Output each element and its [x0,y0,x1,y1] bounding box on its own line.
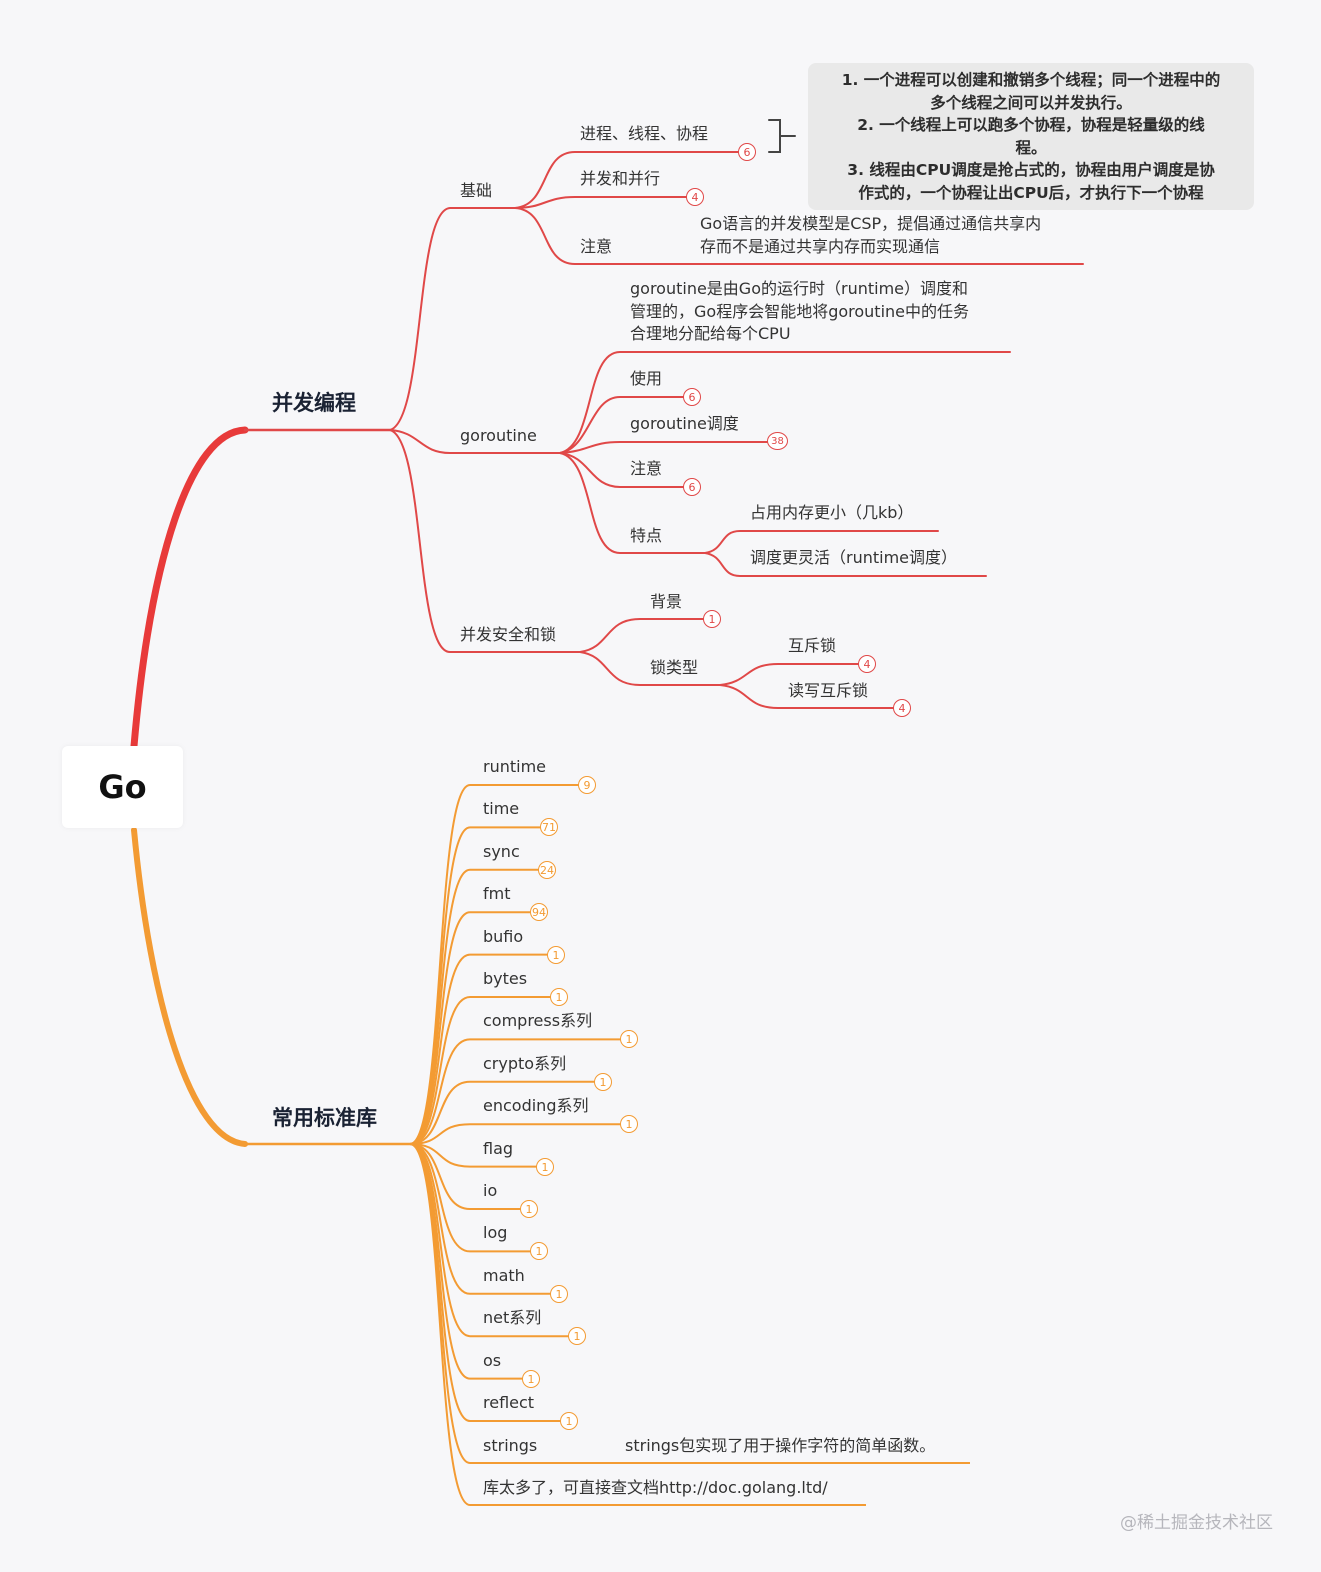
count-badge[interactable]: 1 [550,988,568,1006]
node-strings[interactable]: strings [483,1436,538,1455]
count-badge[interactable]: 1 [522,1369,540,1388]
count-badge[interactable]: 6 [683,478,701,496]
count-badge[interactable]: 1 [536,1157,554,1176]
note-box: 1. 一个进程可以创建和撤销多个线程；同一个进程中的 多个线程之间可以并发执行。… [808,63,1254,210]
count-badge[interactable]: 1 [620,1030,638,1049]
count-badge[interactable]: 38 [767,432,788,450]
node-basics-notice[interactable]: 注意 [580,237,613,256]
connector-stdlib-item [409,868,539,1145]
connector-stdlib-item [409,1143,521,1210]
node-feature-scheduling[interactable]: 调度更灵活（runtime调度） [750,548,958,567]
connector-stdlib-item [409,1123,621,1145]
count-badge[interactable]: 4 [893,699,911,717]
node-concurrency-parallel[interactable]: 并发和并行 [580,169,661,188]
node-goroutine-scheduling[interactable]: goroutine调度 [630,414,739,433]
count-badge[interactable]: 24 [538,860,556,879]
node-stdlib-item[interactable]: crypto系列 [483,1053,567,1073]
connector-stdlib-item [409,1143,531,1253]
node-process-thread-coroutine[interactable]: 进程、线程、协程 [580,124,709,143]
node-stdlib-item[interactable]: runtime [483,757,547,776]
node-mutex[interactable]: 互斥锁 [788,636,837,655]
node-lock-types[interactable]: 锁类型 [650,658,699,677]
node-stdlib-item[interactable]: fmt [483,884,511,904]
connector-stdlib-item [409,911,531,1145]
connector-root-concurrency [130,426,249,750]
node-stdlib-item[interactable]: encoding系列 [483,1096,589,1116]
node-stdlib-item[interactable]: sync [483,841,520,861]
node-csp-text-line2: 存而不是通过共享内存而实现通信 [700,237,941,256]
node-goroutine-desc-line1: goroutine是由Go的运行时（runtime）调度和 [630,279,969,298]
node-feature-memory[interactable]: 占用内存更小（几kb） [750,503,914,522]
count-badge[interactable]: 71 [540,818,558,837]
node-more-libs[interactable]: 库太多了，可直接查文档http://doc.golang.ltd/ [483,1478,828,1497]
node-stdlib-item[interactable]: os [483,1350,502,1370]
node-goroutine-features[interactable]: 特点 [630,526,663,545]
note-line: 3. 线程由CPU调度是抢占式的，协程由用户调度是协 [847,161,1215,179]
count-badge[interactable]: 6 [738,143,756,161]
count-badge[interactable]: 1 [703,610,721,628]
node-basics[interactable]: 基础 [460,181,493,200]
root-node[interactable]: Go [62,746,183,828]
node-stdlib-item[interactable]: bytes [483,969,528,988]
node-stdlib-item[interactable]: net系列 [483,1308,542,1328]
node-stdlib-item[interactable]: math [483,1265,525,1285]
connector-stdlib-item [409,784,579,1145]
node-stdlib-item[interactable]: flag [483,1138,514,1158]
connector-stdlib-item [409,1143,537,1168]
node-goroutine[interactable]: goroutine [460,426,537,445]
node-background[interactable]: 背景 [650,592,683,611]
count-badge[interactable]: 1 [594,1072,612,1091]
connector-stdlib-item [409,1143,551,1295]
node-stdlib-item[interactable]: bufio [483,926,524,946]
connector-stdlib-item [409,1143,866,1506]
count-badge[interactable]: 1 [620,1115,638,1134]
node-stdlib-item[interactable]: time [483,799,520,819]
node-strings-desc: strings包实现了用于操作字符的简单函数。 [625,1436,936,1455]
count-badge[interactable]: 9 [578,776,596,794]
connector-root-stdlib [131,827,248,1147]
note-line: 1. 一个进程可以创建和撤销多个线程；同一个进程中的 [841,71,1221,89]
note-line: 程。 [1015,138,1047,157]
count-badge[interactable]: 4 [686,188,704,206]
node-concurrency-safety[interactable]: 并发安全和锁 [460,625,557,644]
node-csp-text-line1: Go语言的并发模型是CSP，提倡通过通信共享内 [700,214,1042,233]
count-badge[interactable]: 1 [550,1284,568,1303]
node-stdlib[interactable]: 常用标准库 [272,1106,377,1130]
count-badge[interactable]: 1 [520,1200,538,1218]
note-line: 作式的，一个协程让出CPU后，才执行下一个协程 [858,183,1204,202]
count-badge[interactable]: 6 [683,388,701,406]
count-badge[interactable]: 1 [568,1327,586,1346]
node-rwmutex[interactable]: 读写互斥锁 [788,681,869,700]
node-concurrency[interactable]: 并发编程 [272,391,356,415]
connector-stdlib-item [409,953,548,1145]
count-badge[interactable]: 1 [547,945,565,964]
node-goroutine-desc-line2: 管理的，Go程序会智能地将goroutine中的任务 [630,302,969,321]
count-badge[interactable]: 4 [858,655,876,673]
watermark: @稀土掘金技术社区 [1120,1513,1273,1533]
note-line: 多个线程之间可以并发执行。 [930,93,1132,112]
count-badge[interactable]: 94 [530,903,548,922]
node-goroutine-usage[interactable]: 使用 [630,369,663,388]
count-badge[interactable]: 1 [530,1242,548,1261]
connector-stdlib-item [409,1038,621,1145]
node-goroutine-desc-line3: 合理地分配给每个CPU [630,324,791,343]
node-goroutine-notice[interactable]: 注意 [630,459,663,478]
node-stdlib-item[interactable]: reflect [483,1393,535,1412]
connector-stdlib-item [409,1080,595,1145]
node-stdlib-item[interactable]: compress系列 [483,1011,593,1031]
node-stdlib-item[interactable]: log [483,1223,508,1243]
note-line: 2. 一个线程上可以跑多个协程，协程是轻量级的线 [857,116,1205,134]
node-stdlib-item[interactable]: io [483,1181,498,1200]
count-badge[interactable]: 1 [560,1412,578,1430]
connector-stdlib-item [409,996,551,1145]
